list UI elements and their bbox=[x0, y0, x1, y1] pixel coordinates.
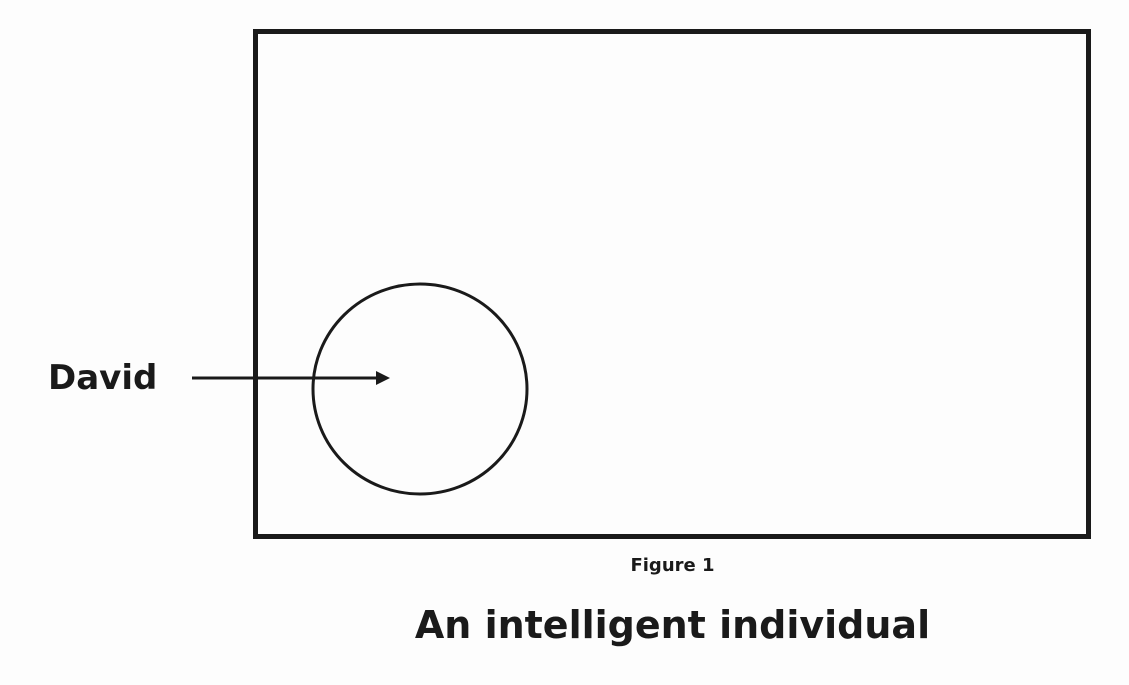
world-rectangle bbox=[253, 29, 1091, 539]
figure-caption: An intelligent individual bbox=[414, 603, 931, 647]
individual-circle bbox=[311, 282, 529, 496]
pointer-arrowhead bbox=[376, 371, 390, 385]
figure-number: Figure 1 bbox=[630, 555, 715, 576]
david-label: David bbox=[48, 358, 158, 398]
